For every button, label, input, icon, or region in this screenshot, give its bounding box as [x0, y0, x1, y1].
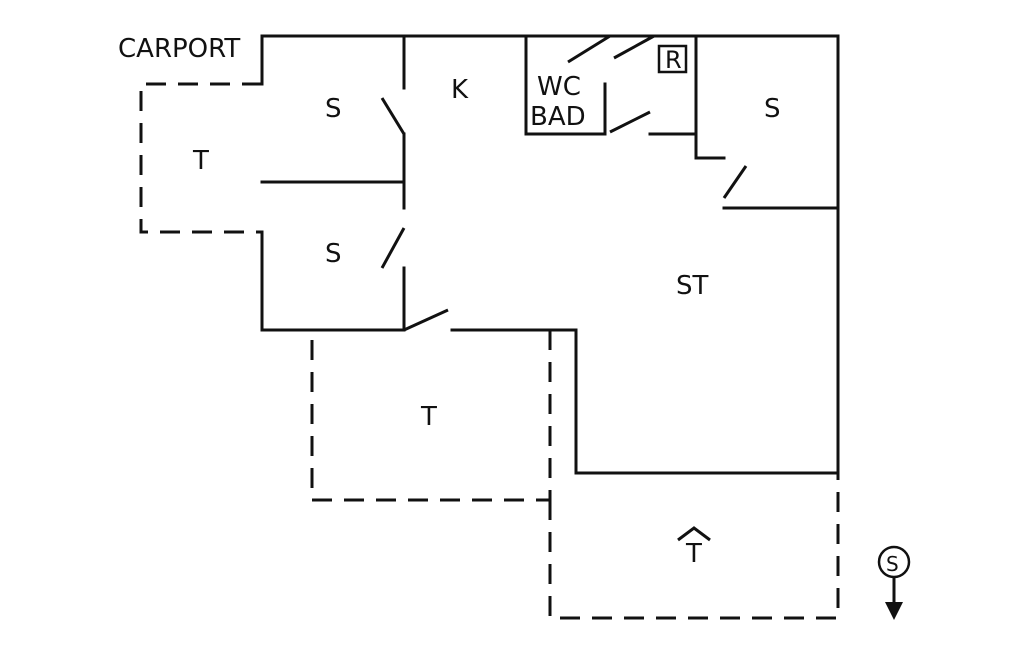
arrow-down-icon	[885, 602, 903, 620]
door-wc-bottom	[609, 110, 651, 134]
room-label-terrace-left: T	[192, 146, 209, 176]
south-marker-label: S	[886, 552, 899, 576]
door-hall-top	[613, 34, 655, 60]
interior-walls	[260, 34, 840, 332]
terraces	[139, 82, 840, 620]
room-label-kitchen: K	[451, 75, 469, 105]
room-label-wc: WC	[537, 72, 581, 102]
terrace-left-outline	[139, 82, 262, 234]
door-bedroom-right	[722, 165, 748, 199]
door-entrance	[403, 308, 449, 332]
room-label-terrace-bottom: T	[420, 402, 437, 432]
door-bedroom-mid	[380, 227, 406, 269]
room-label-bad: BAD	[530, 102, 586, 132]
door-wc-top	[567, 34, 611, 64]
room-label-terrace-right: T	[685, 539, 702, 569]
door-bedroom-top	[380, 97, 406, 135]
terrace-right-outline	[548, 473, 840, 620]
caret-icon	[677, 526, 711, 542]
room-label-bedroom-mid-left: S	[325, 239, 342, 269]
south-orientation-marker: S	[877, 545, 911, 620]
carport-label: CARPORT	[118, 34, 240, 64]
doors	[380, 34, 748, 332]
terrace-bottom-outline	[310, 340, 550, 502]
r-marker-label: R	[665, 46, 682, 74]
room-label-living: ST	[676, 271, 709, 301]
room-label-bedroom-right: S	[764, 94, 781, 124]
room-label-bedroom-top-left: S	[325, 94, 342, 124]
r-marker: R	[657, 44, 688, 74]
